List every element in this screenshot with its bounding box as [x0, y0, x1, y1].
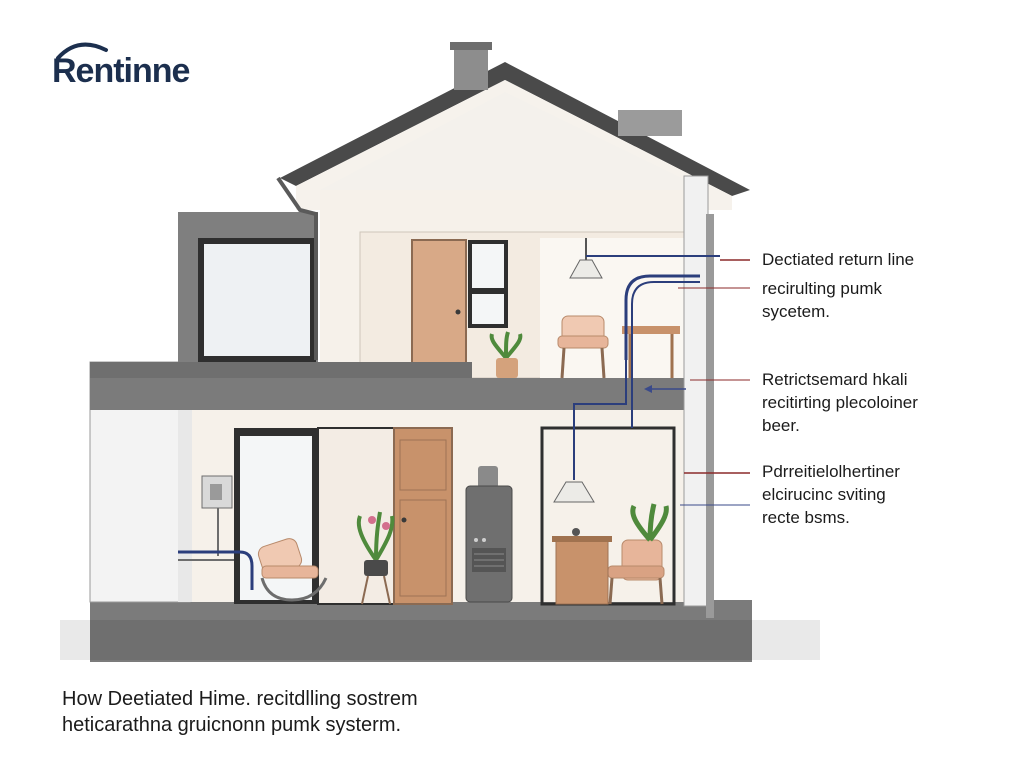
- table-icon: [622, 326, 680, 378]
- callout-text: Retrictsemard hkali: [762, 370, 908, 389]
- table-icon: [552, 528, 612, 605]
- chair-icon: [257, 538, 328, 602]
- callout-text: Pdrreitielolhertiner: [762, 462, 900, 481]
- plant-icon: [489, 331, 523, 378]
- recirculation-pipe: [178, 255, 720, 590]
- chair-icon: [607, 539, 665, 605]
- arrow-icon: [644, 385, 652, 393]
- downpipe: [706, 214, 714, 618]
- door-icon: [411, 239, 467, 365]
- control-panel-icon: [201, 475, 233, 556]
- floor-slab: [90, 378, 708, 410]
- caption-line: heticarathna gruicnonn pumk systerm.: [62, 714, 402, 736]
- callout-recirculating: Retrictsemard hkali recitirting plecoloi…: [762, 368, 918, 437]
- callout-text: sycetem.: [762, 302, 831, 321]
- callout-return-line: Dectiated return line recirulting pumk s…: [762, 248, 914, 323]
- callout-text: recirulting pumk: [762, 279, 882, 298]
- plant-icon: [356, 511, 395, 605]
- ceiling-lamp-icon: [569, 259, 603, 279]
- caption-line: How Deetiated Hime. recitdlling sostrem: [62, 688, 418, 710]
- callout-text: elcirucinc sviting: [762, 485, 886, 504]
- plant-icon: [630, 503, 669, 542]
- ceiling-lamp-icon: [553, 481, 595, 503]
- diagram-caption: How Deetiated Hime. recitdlling sostrem …: [62, 686, 418, 738]
- door-icon: [393, 427, 453, 605]
- callout-pump-system: Pdrreitielolhertiner elcirucinc sviting …: [762, 460, 900, 529]
- callout-text: beer.: [762, 416, 800, 435]
- callout-text: recte bsms.: [762, 508, 850, 527]
- brand-logo: Rentinne: [52, 52, 190, 90]
- logo-arc-icon: [56, 42, 108, 60]
- window-icon: [204, 244, 310, 356]
- water-heater-icon: [465, 466, 513, 603]
- callout-text: Dectiated return line: [762, 250, 915, 269]
- chair-icon: [557, 315, 609, 379]
- chimney-icon: [454, 44, 488, 90]
- callout-text: recitirting plecoloiner: [762, 393, 918, 412]
